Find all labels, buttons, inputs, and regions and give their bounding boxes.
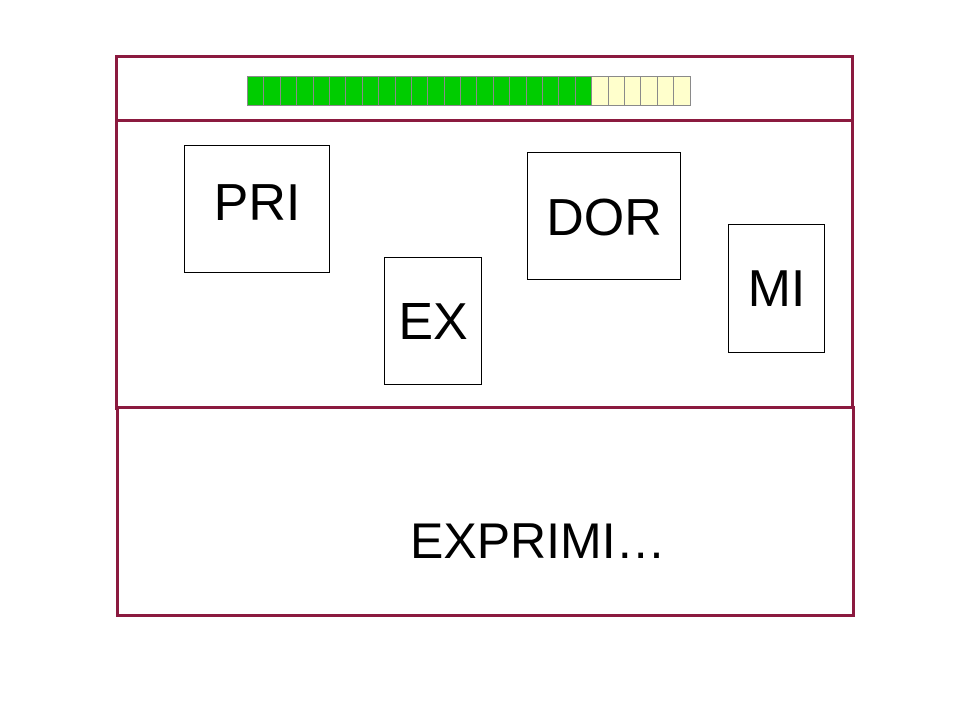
progress-segment-filled (492, 76, 511, 106)
progress-segment-filled (574, 76, 593, 106)
progress-segment-filled (525, 76, 544, 106)
progress-segment-filled (345, 76, 363, 106)
syllable-tile-mi[interactable]: MI (728, 224, 825, 353)
progress-segment-filled (542, 76, 560, 106)
progress-segment-filled (378, 76, 396, 106)
progress-segment-empty (640, 76, 658, 106)
progress-segment-filled (410, 76, 429, 106)
syllable-tile-label: DOR (546, 189, 662, 247)
progress-segment-filled (279, 76, 298, 106)
progress-segment-filled (443, 76, 462, 106)
progress-segment-filled (361, 76, 380, 106)
syllable-tile-dor[interactable]: DOR (527, 152, 681, 280)
answer-panel (116, 406, 855, 617)
progress-segment-empty (591, 76, 609, 106)
progress-segment-filled (476, 76, 494, 106)
progress-segment-filled (460, 76, 478, 106)
syllable-tile-label: MI (747, 259, 806, 318)
progress-segment-filled (247, 76, 265, 106)
progress-segment-filled (296, 76, 314, 106)
progress-bar (247, 76, 691, 106)
progress-segment-filled (394, 76, 412, 106)
progress-segment-filled (558, 76, 576, 106)
syllable-tile-ex[interactable]: EX (384, 257, 482, 385)
syllable-tile-label: EX (398, 293, 468, 351)
progress-segment-empty (607, 76, 625, 106)
answer-word: EXPRIMI… (410, 513, 666, 569)
progress-segment-empty (623, 76, 642, 106)
progress-segment-filled (509, 76, 527, 106)
syllable-tile-label: PRI (213, 174, 301, 232)
progress-segment-empty (656, 76, 675, 106)
progress-segment-filled (427, 76, 445, 106)
progress-segment-filled (328, 76, 347, 106)
progress-segment-filled (263, 76, 281, 106)
progress-segment-filled (312, 76, 330, 106)
syllable-tile-pri[interactable]: PRI (184, 145, 330, 273)
progress-segment-empty (673, 76, 691, 106)
